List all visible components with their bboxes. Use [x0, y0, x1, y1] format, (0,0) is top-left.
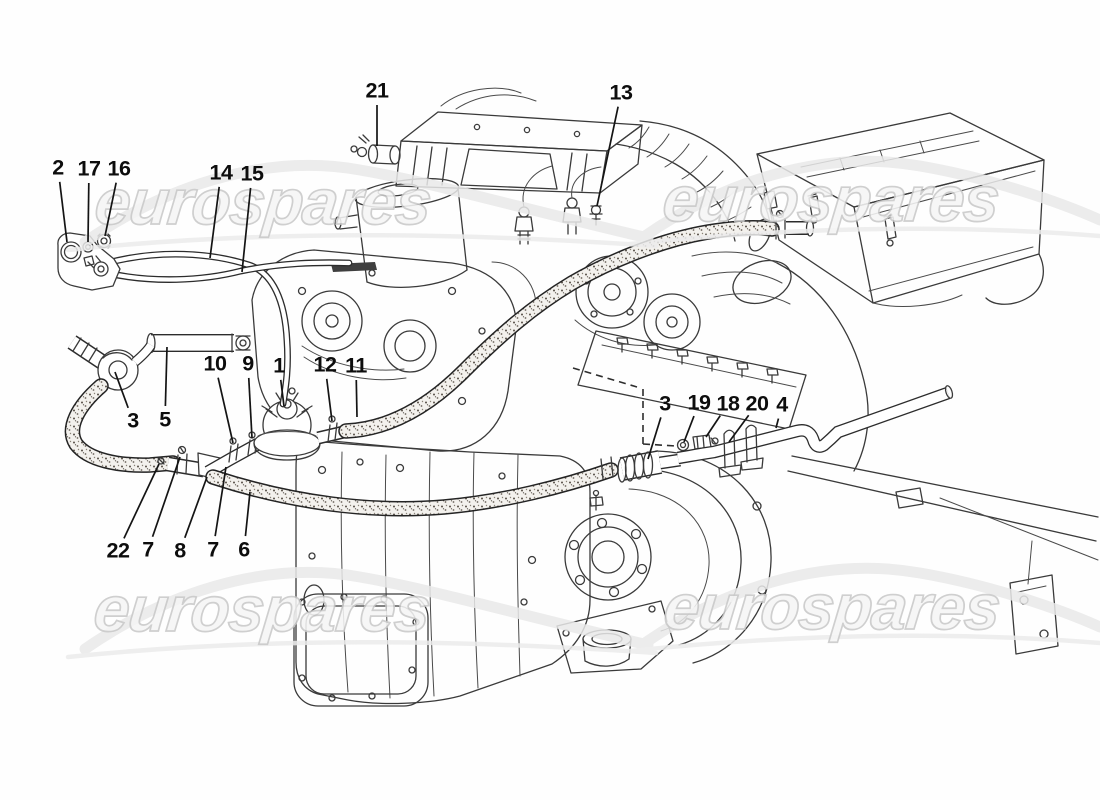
callout-number-14-5: 14	[209, 160, 233, 185]
callout-number-10-7: 10	[203, 351, 227, 376]
leader-line-17-3	[87, 182, 90, 243]
leader-line-7-17	[214, 466, 227, 537]
callout-number-3-12: 3	[127, 408, 139, 433]
leader-line-3-12	[114, 371, 129, 409]
dashed-reference-lines	[572, 367, 677, 447]
callout-number-7-17: 7	[207, 537, 219, 562]
callout-number-17-3: 17	[77, 156, 101, 181]
leader-line-1-9	[279, 379, 285, 407]
callout-number-15-6: 15	[240, 161, 264, 186]
leader-line-12-10	[325, 378, 333, 422]
callout-number-1-9: 1	[273, 353, 285, 378]
callout-number-20-22: 20	[745, 391, 769, 416]
leader-line-9-8	[247, 377, 253, 439]
leader-line-18-21	[705, 415, 721, 438]
callout-number-9-8: 9	[242, 351, 254, 376]
callout-number-7-15: 7	[142, 537, 154, 562]
leader-line-5-13	[164, 346, 168, 407]
leader-line-6-18	[244, 491, 251, 537]
callout-number-18-21: 18	[716, 391, 740, 416]
leader-line-15-6	[241, 187, 252, 273]
callout-number-16-4: 16	[107, 156, 131, 181]
leader-line-3-19	[647, 417, 662, 460]
callout-number-3-19: 3	[659, 391, 671, 416]
leader-line-19-20	[683, 415, 695, 443]
leader-line-13-1	[596, 106, 619, 207]
leader-line-16-4	[104, 182, 117, 237]
leader-line-2-2	[58, 181, 68, 243]
callout-number-6-18: 6	[238, 537, 250, 562]
callout-number-8-16: 8	[174, 538, 186, 563]
leader-line-4-23	[775, 418, 780, 429]
callout-number-12-10: 12	[313, 352, 337, 377]
callout-number-21-0: 21	[365, 78, 389, 103]
callout-number-22-14: 22	[106, 538, 130, 563]
callout-number-2-2: 2	[52, 155, 64, 180]
callout-number-19-20: 19	[687, 390, 711, 415]
leader-line-14-5	[209, 186, 221, 259]
leader-line-22-14	[123, 463, 160, 539]
leader-line-10-7	[217, 377, 234, 444]
callout-number-5-13: 5	[159, 407, 171, 432]
leader-line-20-22	[728, 414, 750, 443]
leader-line-11-11	[355, 379, 358, 418]
leader-line-8-16	[184, 476, 208, 539]
callout-number-4-23: 4	[776, 392, 788, 417]
leader-line-7-15	[151, 456, 181, 538]
callout-number-13-1: 13	[609, 80, 633, 105]
callout-number-11-11: 11	[345, 353, 367, 378]
